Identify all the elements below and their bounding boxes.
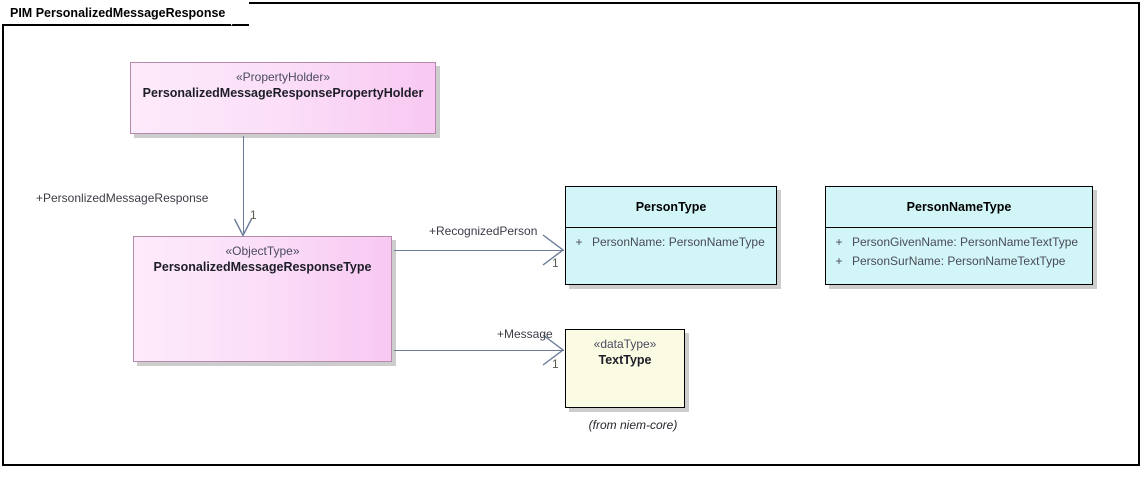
node-body: «PropertyHolder» PersonalizedMessageResp… <box>130 62 436 134</box>
attribute-row: + PersonName: PersonNameType <box>566 233 776 252</box>
class-name-label: TextType <box>598 353 652 367</box>
frame-tab-slant-decoration <box>231 0 250 26</box>
diagram-frame-title-tab: PIM PersonalizedMessageResponse <box>2 0 250 26</box>
attribute-label: PersonSurName: PersonNameTextType <box>852 254 1066 268</box>
attribute-compartment: + PersonGivenName: PersonNameTextType + … <box>826 228 1092 271</box>
attribute-label: PersonName: PersonNameType <box>592 235 765 249</box>
diagram-title: PIM PersonalizedMessageResponse <box>10 5 226 20</box>
diagram-frame <box>2 2 1140 466</box>
node-body: «ObjectType» PersonalizedMessageResponse… <box>133 236 392 362</box>
attribute-visibility: + <box>835 235 843 249</box>
class-name-label: PersonalizedMessageResponsePropertyHolde… <box>142 86 424 100</box>
connector-recognizedperson-multiplicity: 1 <box>552 256 559 270</box>
connector-holder-multiplicity: 1 <box>250 208 257 222</box>
class-name-label: PersonalizedMessageResponseType <box>153 260 372 274</box>
class-node-personalizedmessageresponsetype[interactable]: «ObjectType» PersonalizedMessageResponse… <box>133 236 396 366</box>
class-node-persontype[interactable]: PersonType + PersonName: PersonNameType <box>565 186 781 289</box>
class-node-texttype[interactable]: «dataType» TextType <box>565 329 689 412</box>
node-body: «dataType» TextType <box>565 329 685 408</box>
node-title-block: «PropertyHolder» PersonalizedMessageResp… <box>131 63 435 101</box>
attribute-label: PersonGivenName: PersonNameTextType <box>852 235 1079 249</box>
class-name-label: PersonType <box>635 200 707 214</box>
attribute-row: + PersonSurName: PersonNameTextType <box>826 252 1092 271</box>
stereotype-label: «ObjectType» <box>225 244 300 258</box>
texttype-package-note: (from niem-core) <box>588 418 678 432</box>
attribute-row: + PersonGivenName: PersonNameTextType <box>826 233 1092 252</box>
stereotype-label: «dataType» <box>593 337 657 351</box>
attribute-visibility: + <box>835 254 843 268</box>
connector-recognizedperson-role-label: +RecognizedPerson <box>429 224 538 238</box>
connector-holder-to-objecttype-line <box>243 136 244 233</box>
frame-title-body: PIM PersonalizedMessageResponse <box>2 2 232 26</box>
connector-message-multiplicity: 1 <box>552 357 559 371</box>
class-name-label: PersonNameType <box>906 200 1012 214</box>
class-header-compartment: PersonNameType <box>826 187 1092 228</box>
node-body: PersonNameType + PersonGivenName: Person… <box>825 186 1093 285</box>
class-node-personnametype[interactable]: PersonNameType + PersonGivenName: Person… <box>825 186 1097 289</box>
node-title-block: «ObjectType» PersonalizedMessageResponse… <box>134 237 391 275</box>
class-header-compartment: PersonType <box>566 187 776 228</box>
connector-holder-to-objecttype-arrowhead <box>233 218 253 238</box>
connector-message-role-label: +Message <box>497 327 553 341</box>
connector-message-arrowhead <box>542 334 565 366</box>
stereotype-label: «PropertyHolder» <box>235 70 331 84</box>
connector-holder-role-label: +PersonlizedMessageResponse <box>36 191 209 205</box>
connector-message-line <box>394 350 564 351</box>
attribute-visibility: + <box>575 235 583 249</box>
connector-recognizedperson-arrowhead <box>542 234 565 266</box>
connector-recognizedperson-line <box>394 250 564 251</box>
node-title-block: «dataType» TextType <box>566 330 684 368</box>
class-node-personalizedmessageresponsepropertyholder[interactable]: «PropertyHolder» PersonalizedMessageResp… <box>130 62 440 138</box>
attribute-compartment: + PersonName: PersonNameType <box>566 228 776 252</box>
node-body: PersonType + PersonName: PersonNameType <box>565 186 777 285</box>
